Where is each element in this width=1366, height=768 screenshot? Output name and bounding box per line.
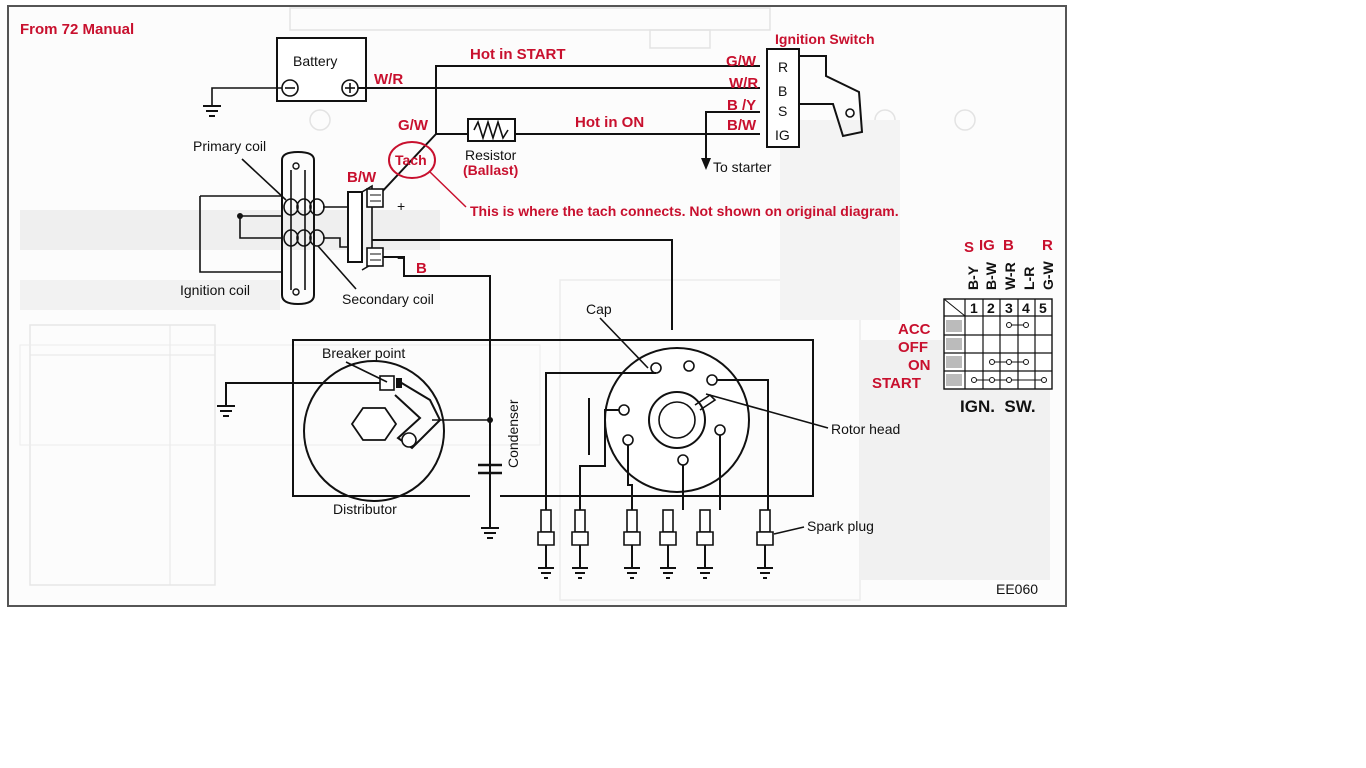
resistor-label: Resistor [465, 147, 517, 163]
breaker-cam [350, 407, 398, 441]
ignition-switch-table: S IG B R B-Y B-W W-R L-R G-W [872, 237, 1056, 416]
wire-code-5: G-W [1040, 260, 1056, 290]
wr-battery-annotation: W/R [374, 71, 403, 88]
ignition-switch: R B S IG [766, 48, 864, 148]
b-coil-annotation: B [416, 260, 427, 277]
tach-connection-marker: Tach [388, 141, 467, 208]
column-number-2: 2 [987, 300, 995, 316]
header-note: From 72 Manual [20, 21, 134, 38]
secondary-coil-label: Secondary coil [342, 291, 434, 307]
spark-plug [659, 509, 677, 579]
wire-code-2: B-W [983, 261, 999, 290]
wire-color-r: G/W [726, 53, 757, 70]
cap-label: Cap [586, 301, 612, 317]
battery-ground-symbol [203, 87, 282, 117]
condenser [478, 420, 502, 539]
position-off: OFF [898, 339, 928, 356]
table-top-label-r: R [1042, 237, 1053, 254]
figure-code: EE060 [996, 581, 1038, 597]
gw-annotation: G/W [398, 117, 429, 134]
bw-coil-annotation: B/W [347, 169, 377, 186]
spark-plug-leads [545, 372, 769, 510]
column-number-3: 3 [1005, 300, 1013, 316]
coil-plus-sign: + [397, 198, 405, 214]
switch-terminal-r: R [778, 59, 788, 75]
table-grid [943, 298, 1053, 390]
ballast-resistor: Resistor (Ballast) [463, 118, 518, 178]
ignition-coil-label: Ignition coil [180, 282, 250, 298]
primary-coil-label: Primary coil [193, 138, 266, 154]
wire-code-1: B-Y [965, 265, 981, 290]
wire-code-3: W-R [1002, 262, 1018, 290]
spark-plug [537, 509, 555, 579]
switch-mount-hole [845, 108, 855, 118]
tach-label: Tach [395, 152, 427, 168]
switch-terminal-b: B [778, 83, 787, 99]
position-start: START [872, 375, 921, 392]
spark-plug [623, 509, 641, 579]
ballast-annotation: (Ballast) [463, 162, 518, 178]
switch-terminal-s: S [778, 103, 787, 119]
ignition-coil: + − [199, 150, 405, 306]
wire-color-s: B /Y [727, 97, 756, 114]
wire-color-ig: B/W [727, 117, 757, 134]
wire-code-4: L-R [1021, 267, 1037, 290]
table-top-label-s: S [964, 239, 974, 256]
breaker-cam-plate [303, 360, 445, 502]
spark-plug-label: Spark plug [807, 518, 874, 534]
distributor-cap [604, 347, 750, 493]
switch-wiring [358, 65, 760, 197]
ign-sw-footer: IGN. SW. [960, 397, 1036, 416]
position-on: ON [908, 357, 931, 374]
spark-plug [756, 509, 774, 579]
hot-in-start-annotation: Hot in START [470, 46, 566, 63]
tach-note: This is where the tach connects. Not sho… [470, 203, 899, 219]
column-number-5: 5 [1039, 300, 1047, 316]
column-number-4: 4 [1022, 300, 1030, 316]
rotor-head [648, 391, 706, 449]
battery: Battery [276, 37, 367, 102]
spark-plug [696, 509, 714, 579]
breaker-point-label: Breaker point [322, 345, 405, 361]
to-starter-label: To starter [713, 159, 772, 175]
table-top-label-ig: IG [979, 237, 995, 254]
distributor-label: Distributor [333, 501, 397, 517]
spark-plugs [537, 509, 774, 579]
spark-plug [571, 509, 589, 579]
switch-terminal-ig: IG [775, 127, 790, 143]
hot-in-on-annotation: Hot in ON [575, 114, 644, 131]
table-top-label-b: B [1003, 237, 1014, 254]
ignition-switch-label: Ignition Switch [775, 31, 875, 47]
column-number-1: 1 [970, 300, 978, 316]
battery-label: Battery [293, 53, 337, 69]
high-tension-lead [372, 239, 673, 330]
condenser-label: Condenser [505, 399, 521, 468]
wire-color-b: W/R [729, 75, 758, 92]
rotor-head-label: Rotor head [831, 421, 900, 437]
position-acc: ACC [898, 321, 931, 338]
